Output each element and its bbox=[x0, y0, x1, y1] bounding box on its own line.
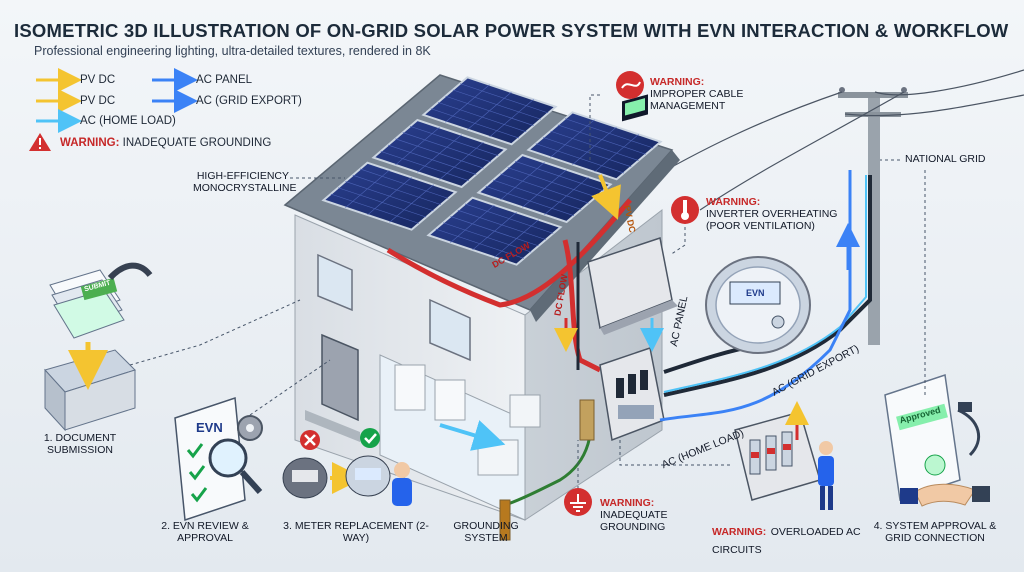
warning-inverter-overheating: WARNING: INVERTER OVERHEATING (POOR VENT… bbox=[706, 196, 856, 232]
solar-cell-line bbox=[445, 84, 490, 123]
solar-cell-line bbox=[345, 169, 390, 208]
legend-item-ac-home-load: AC (HOME LOAD) bbox=[80, 115, 176, 127]
warning-text: OVERLOADED AC CIRCUITS bbox=[712, 526, 861, 556]
warning-text: INADEQUATE GROUNDING bbox=[600, 509, 668, 533]
solar-cell-line bbox=[594, 134, 639, 173]
legend-item-ac-grid-export: AC (GRID EXPORT) bbox=[196, 95, 302, 107]
solar-array bbox=[321, 76, 663, 266]
ac-export-cable bbox=[659, 170, 852, 422]
system-approval-illustration bbox=[884, 374, 990, 507]
solar-cell-line bbox=[472, 212, 517, 251]
warning-title: WARNING: bbox=[712, 526, 767, 538]
evn-review-illustration bbox=[174, 396, 263, 522]
solar-cell-line bbox=[544, 176, 589, 215]
solar-cell-line bbox=[367, 177, 412, 216]
solar-cell-line bbox=[467, 91, 512, 130]
step-4-system-approval: 4. SYSTEM APPROVAL & GRID CONNECTION bbox=[873, 520, 997, 544]
warning-icon-cable bbox=[616, 71, 644, 99]
warning-icon-thermometer bbox=[671, 196, 699, 224]
solar-cell-line bbox=[389, 184, 434, 223]
warning-cable-management: WARNING: IMPROPER CABLE MANAGEMENT bbox=[650, 76, 770, 112]
leader-lines bbox=[129, 94, 926, 495]
step-3-meter-replacement: 3. METER REPLACEMENT (2-WAY) bbox=[283, 520, 429, 544]
legend-warning-text: INADEQUATE GROUNDING bbox=[122, 137, 272, 149]
legend-item-ac-panel: AC PANEL bbox=[196, 74, 253, 86]
step-2-evn-review: 2. EVN REVIEW & APPROVAL bbox=[161, 520, 249, 544]
solar-cell-line bbox=[550, 119, 595, 158]
solar-cell-line bbox=[522, 169, 567, 208]
legend-arrows bbox=[29, 68, 198, 151]
warning-text: IMPROPER CABLE MANAGEMENT bbox=[650, 88, 744, 112]
solar-cell-line bbox=[489, 99, 534, 138]
dc-cable-roof bbox=[386, 198, 632, 308]
warning-icon-ground bbox=[564, 488, 592, 516]
legend-item-pv-dc-2: PV DC bbox=[80, 95, 116, 107]
solar-cell-line bbox=[494, 219, 539, 258]
warning-title: WARNING: bbox=[600, 497, 655, 509]
warning-overloaded-circuits: WARNING: OVERLOADED AC CIRCUITS bbox=[712, 522, 862, 558]
legend-item-pv-dc-1: PV DC bbox=[80, 74, 116, 86]
solar-cell-line bbox=[450, 204, 495, 243]
meter-replacement-illustration bbox=[282, 428, 412, 506]
solar-cell-line bbox=[395, 127, 440, 166]
legend-warning: WARNING: INADEQUATE GROUNDING bbox=[60, 137, 271, 149]
page-title: ISOMETRIC 3D ILLUSTRATION OF ON-GRID SOL… bbox=[14, 20, 1009, 41]
warning-inadequate-grounding: WARNING: INADEQUATE GROUNDING bbox=[600, 497, 690, 533]
document-submission-illustration bbox=[44, 262, 153, 432]
ground-rod bbox=[499, 499, 511, 541]
evn-doc-logo: EVN bbox=[196, 420, 223, 435]
solar-cell-line bbox=[572, 126, 617, 165]
warning-title: WARNING: bbox=[650, 76, 705, 88]
page-subtitle: Professional engineering lighting, ultra… bbox=[34, 44, 431, 58]
technician-figure bbox=[818, 441, 834, 510]
warning-text: INVERTER OVERHEATING (POOR VENTILATION) bbox=[706, 208, 838, 232]
home-load-arrow bbox=[439, 420, 506, 451]
smart-meter bbox=[705, 256, 811, 354]
solar-cell-line bbox=[500, 162, 545, 201]
step-1-document-submission: 1. DOCUMENT SUBMISSION bbox=[43, 432, 117, 456]
pv-dc-arrow bbox=[591, 174, 621, 220]
label-national-grid: NATIONAL GRID bbox=[905, 153, 986, 165]
label-grounding-system: GROUNDING SYSTEM bbox=[453, 520, 519, 544]
inverter bbox=[587, 94, 678, 335]
solar-cell-line bbox=[417, 134, 462, 173]
meter-brand: EVN bbox=[746, 288, 765, 298]
solar-cell-line bbox=[439, 141, 484, 180]
label-panels: HIGH-EFFICIENCY MONOCRYSTALLINE bbox=[193, 170, 297, 194]
warning-title: WARNING: bbox=[706, 196, 761, 208]
legend-warning-label: WARNING: bbox=[60, 137, 120, 149]
